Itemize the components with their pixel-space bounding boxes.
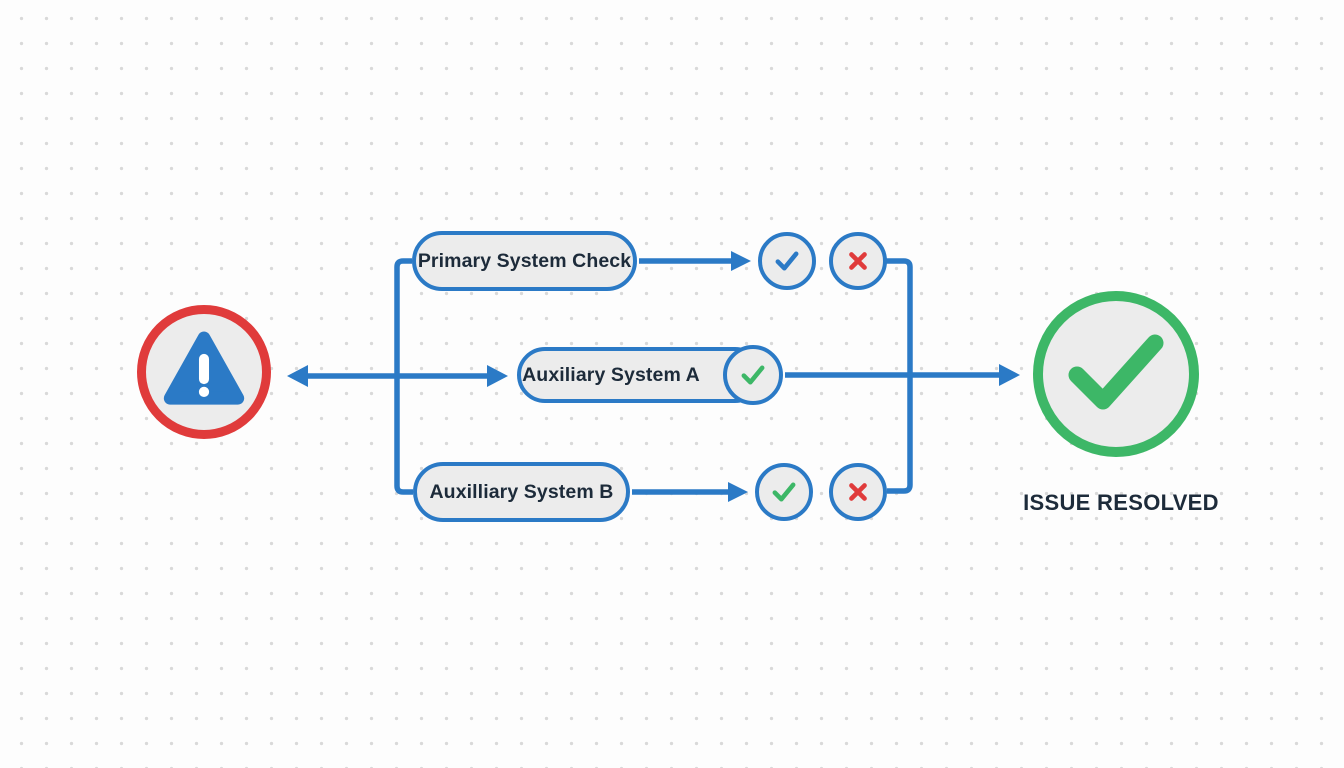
arrowhead-aux-b xyxy=(728,482,748,502)
status-aux-a-pass xyxy=(723,345,783,405)
node-label: Auxilliary System B xyxy=(429,480,614,503)
status-primary-pass xyxy=(758,232,816,290)
node-auxiliary-system-b: Auxilliary System B xyxy=(413,462,630,522)
resolved-caption: ISSUE RESOLVED xyxy=(1023,490,1219,515)
status-aux-b-fail xyxy=(829,463,887,521)
node-label: Primary System Check xyxy=(417,249,632,272)
arrowhead-resolved xyxy=(999,364,1020,386)
arrowhead-left xyxy=(287,365,308,387)
node-label: Auxiliary System A xyxy=(522,363,700,386)
branch-bracket-left xyxy=(394,258,413,495)
node-auxiliary-system-a: Auxiliary System A xyxy=(517,347,763,403)
status-primary-fail xyxy=(829,232,887,290)
check-icon-blue xyxy=(775,251,799,271)
node-issue-resolved xyxy=(1033,291,1199,457)
warning-triangle-icon xyxy=(163,331,245,405)
arrowhead-right-to-aux-a xyxy=(487,365,508,387)
check-icon-green xyxy=(741,365,765,385)
check-icon-green xyxy=(772,482,796,502)
x-icon-red xyxy=(849,252,867,270)
node-primary-system-check: Primary System Check xyxy=(412,231,637,291)
alert-node xyxy=(137,305,271,439)
status-aux-b-pass xyxy=(755,463,813,521)
x-icon-red xyxy=(849,483,867,501)
check-icon-green xyxy=(1068,334,1164,410)
arrowhead-primary xyxy=(731,251,751,271)
